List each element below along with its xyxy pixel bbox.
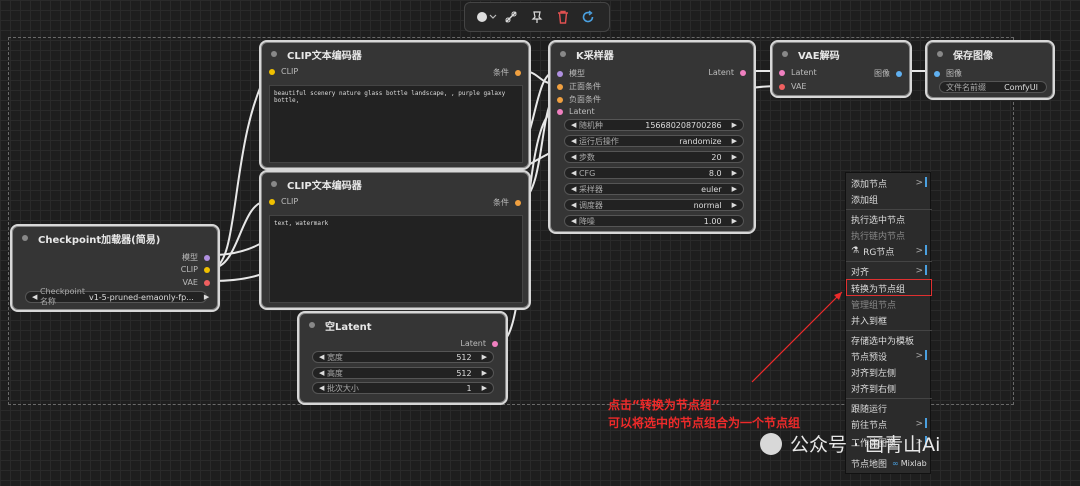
menu-item-convert-to-group-node[interactable]: 转换为节点组 <box>851 284 906 295</box>
collapse-dot-icon[interactable] <box>309 322 315 328</box>
input-slot-clip[interactable]: CLIP <box>269 67 298 76</box>
collapse-dot-icon[interactable] <box>271 51 277 57</box>
selection-rectangle <box>8 37 1014 405</box>
context-menu: 添加节点> 添加组 执行选中节点 执行链内节点 ⚗RG节点> 对齐> 转换为节点… <box>845 172 932 474</box>
mixlab-icon: ∞ <box>892 458 899 468</box>
node-title: 保存图像 <box>953 50 993 62</box>
vae-decode-node[interactable]: VAE解码 Latent VAE 图像 <box>770 40 912 98</box>
menu-item-align-right[interactable]: 对齐到右侧 <box>851 384 897 395</box>
input-slot-model[interactable]: 模型 <box>557 68 585 79</box>
output-slot-latent[interactable]: Latent <box>708 68 746 77</box>
input-slot-latent[interactable]: Latent <box>557 107 595 116</box>
menu-item-node-map[interactable]: 节点地图∞Mixlab <box>851 458 927 470</box>
collapse-dot-icon[interactable] <box>937 51 943 57</box>
collapse-dot-icon[interactable] <box>782 51 788 57</box>
menu-item-align-left[interactable]: 对齐到左侧 <box>851 368 897 379</box>
node-title: K采样器 <box>576 50 614 62</box>
input-slot-image[interactable]: 图像 <box>934 68 962 79</box>
annotation-arrow <box>751 291 843 383</box>
node-title: CLIP文本编码器 <box>287 180 362 192</box>
menu-item-run-chain: 执行链内节点 <box>851 231 906 242</box>
menu-item-add-node[interactable]: 添加节点> <box>851 177 927 190</box>
menu-item-save-as-template[interactable]: 存储选中为模板 <box>851 336 915 347</box>
prompt-textarea[interactable]: beautiful scenery nature glass bottle la… <box>269 85 523 163</box>
menu-item-run-selected[interactable]: 执行选中节点 <box>851 215 906 226</box>
input-slot-positive[interactable]: 正面条件 <box>557 81 601 92</box>
output-slot-latent[interactable]: Latent <box>460 339 498 348</box>
menu-item-align[interactable]: 对齐> <box>851 265 927 278</box>
output-slot-image[interactable]: 图像 <box>874 68 902 79</box>
node-title: Checkpoint加载器(简易) <box>38 234 161 246</box>
menu-item-add-group[interactable]: 添加组 <box>851 195 879 206</box>
output-slot-conditioning[interactable]: 条件 <box>493 197 521 208</box>
wire-clip-to-clip1 <box>211 70 269 269</box>
prompt-textarea[interactable]: text, watermark <box>269 215 523 303</box>
pin-icon[interactable] <box>526 6 548 28</box>
mixlab-label: Mixlab <box>900 458 927 468</box>
color-icon[interactable] <box>475 6 497 28</box>
annotation-line-2: 可以将选中的节点组合为一个节点组 <box>608 416 801 430</box>
node-title: VAE解码 <box>798 50 840 62</box>
clip-text-encode-node-negative[interactable]: CLIP文本编码器 CLIP 条件 text, watermark <box>259 170 531 310</box>
output-slot-clip[interactable]: CLIP <box>181 265 210 274</box>
output-slot-vae[interactable]: VAE <box>183 278 210 287</box>
collapse-dot-icon[interactable] <box>271 181 277 187</box>
menu-item-workflow-image[interactable]: 工作流图像> <box>851 436 927 449</box>
refresh-icon[interactable] <box>577 6 599 28</box>
menu-item-merge-to-frame[interactable]: 并入到框 <box>851 316 888 327</box>
menu-item-node-presets[interactable]: 节点预设> <box>851 350 927 363</box>
node-title: 空Latent <box>325 321 372 333</box>
menu-item-manage-group-nodes: 管理组节点 <box>851 300 897 311</box>
menu-item-go-to-node[interactable]: 前往节点> <box>851 418 927 431</box>
annotation-line-1: 点击“转换为节点组” <box>608 398 720 412</box>
input-slot-latent[interactable]: Latent <box>779 68 817 77</box>
input-slot-clip[interactable]: CLIP <box>269 197 298 206</box>
checkpoint-loader-node[interactable]: Checkpoint加载器(简易) 模型 CLIP VAE ◀ Checkpoi… <box>10 224 220 312</box>
output-slot-conditioning[interactable]: 条件 <box>493 67 521 78</box>
delete-icon[interactable] <box>552 6 574 28</box>
collapse-dot-icon[interactable] <box>560 51 566 57</box>
menu-highlight-box <box>846 279 932 296</box>
wechat-icon <box>760 432 782 455</box>
menu-item-follow-execution[interactable]: 跟随运行 <box>851 404 888 415</box>
watermark: 公众号 · 画青山Ai <box>760 430 940 457</box>
collapse-dot-icon[interactable] <box>22 235 28 241</box>
input-slot-negative[interactable]: 负面条件 <box>557 94 601 105</box>
output-slot-model[interactable]: 模型 <box>182 252 210 263</box>
rg-icon: ⚗ <box>851 246 860 256</box>
clip-text-encode-node-positive[interactable]: CLIP文本编码器 CLIP 条件 beautiful scenery natu… <box>259 40 531 170</box>
menu-item-rg-nodes[interactable]: ⚗RG节点> <box>851 245 927 258</box>
selection-toolbar <box>464 2 610 32</box>
bypass-icon[interactable] <box>500 6 522 28</box>
input-slot-vae[interactable]: VAE <box>779 82 807 91</box>
node-title: CLIP文本编码器 <box>287 50 362 62</box>
